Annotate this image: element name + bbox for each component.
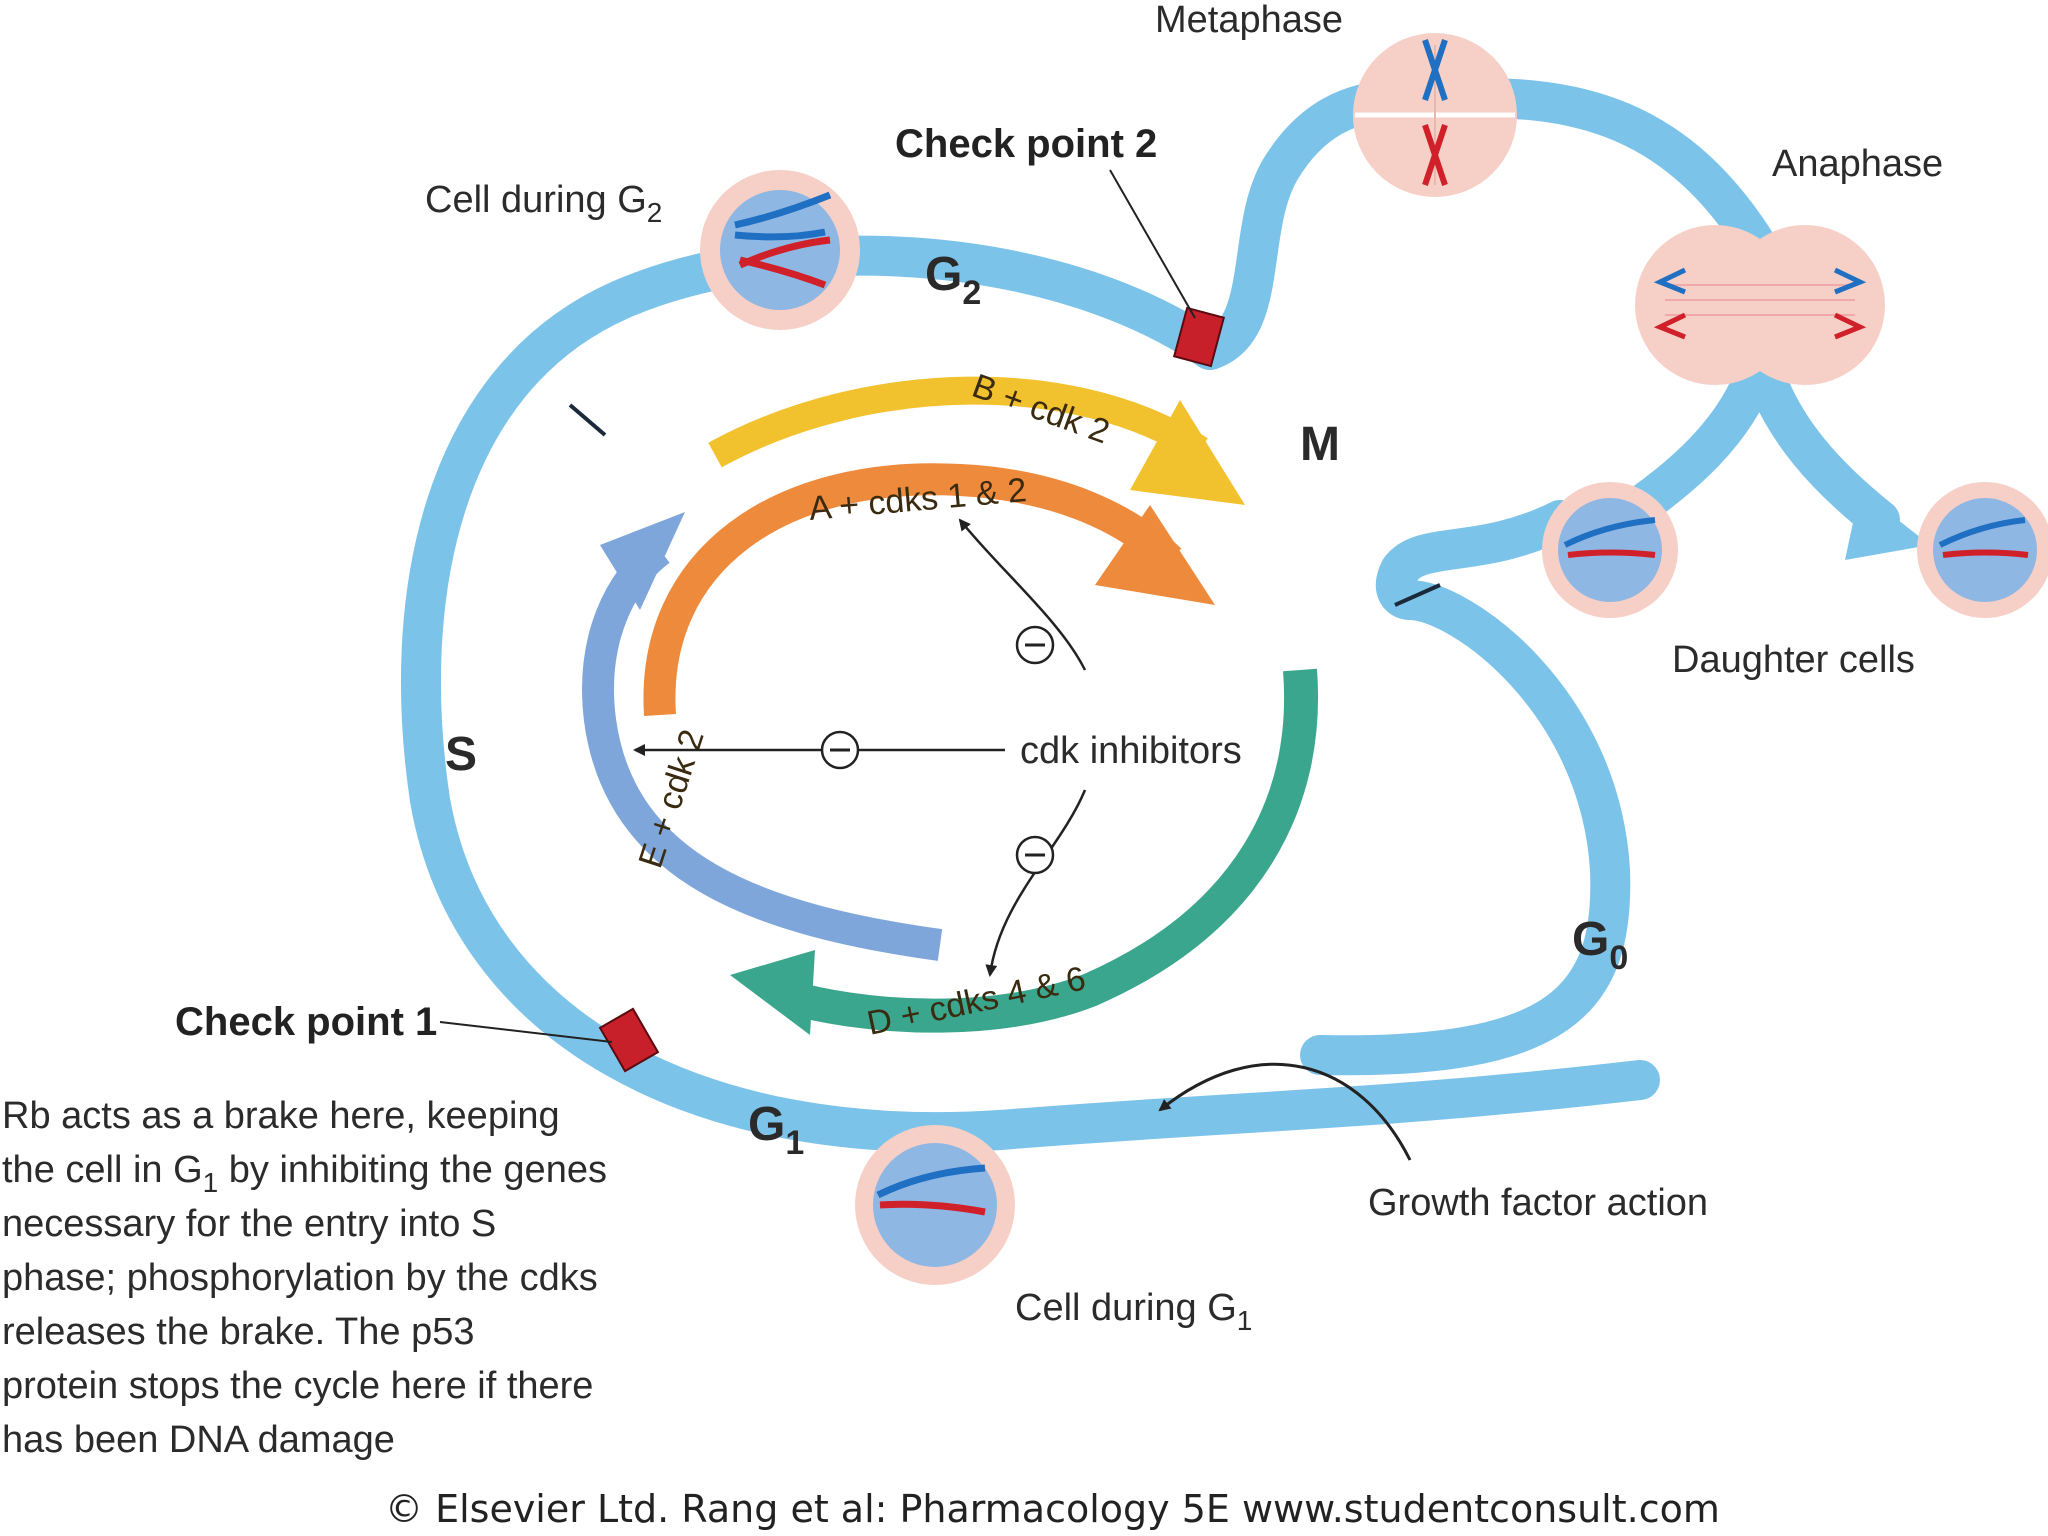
cell-metaphase bbox=[1353, 33, 1517, 197]
daughter-cell-right bbox=[1917, 482, 2048, 618]
cell-g1-label: Cell during G1 bbox=[1015, 1287, 1252, 1336]
copyright-footer: © Elsevier Ltd. Rang et al: Pharmacology… bbox=[385, 1487, 1720, 1531]
arrow-a-cdks12 bbox=[643, 463, 1215, 717]
inhibitor-symbols bbox=[820, 625, 1055, 875]
rb-line-7: has been DNA damage bbox=[2, 1419, 395, 1461]
arrow-e-cdk2 bbox=[582, 512, 943, 961]
cell-g2-label: Cell during G2 bbox=[425, 179, 662, 228]
checkpoint-2-marker bbox=[1172, 306, 1226, 368]
rb-line-4: phase; phosphorylation by the cdks bbox=[2, 1257, 598, 1299]
rb-line-1: Rb acts as a brake here, keeping bbox=[2, 1095, 560, 1137]
daughter-cell-left bbox=[1542, 482, 1678, 618]
checkpoint1-label: Check point 1 bbox=[175, 1000, 437, 1044]
checkpoint2-label: Check point 2 bbox=[895, 122, 1157, 166]
ring-tick-m-g1 bbox=[1394, 583, 1441, 607]
phase-s-label: S bbox=[445, 728, 477, 781]
cell-g1 bbox=[855, 1125, 1015, 1285]
arrow-d-cdks46 bbox=[730, 668, 1318, 1035]
ring-to-metaphase bbox=[1190, 80, 1420, 370]
g0-loop bbox=[1300, 580, 1631, 1076]
phase-g1-label: G1 bbox=[748, 1098, 804, 1162]
growth-factor-label: Growth factor action bbox=[1368, 1182, 1708, 1224]
rb-description: Rb acts as a brake here, keeping the cel… bbox=[2, 1095, 607, 1461]
growth-factor-arrow bbox=[1158, 1062, 1412, 1161]
daughter-to-cycle bbox=[1375, 500, 1580, 620]
daughter-cells-label: Daughter cells bbox=[1672, 639, 1915, 681]
rb-line-2: the cell in G1 by inhibiting the genes bbox=[2, 1149, 607, 1198]
daughter-arrowhead bbox=[1845, 490, 1930, 560]
ring-tick-s-g2 bbox=[568, 403, 607, 437]
metaphase-label: Metaphase bbox=[1155, 0, 1343, 41]
checkpoint2-leader bbox=[1109, 169, 1196, 319]
cdk-inhibitors-label: cdk inhibitors bbox=[1020, 730, 1242, 772]
cell-anaphase bbox=[1635, 225, 1885, 385]
arrow-b-cdk2 bbox=[708, 376, 1245, 505]
phase-g2-label: G2 bbox=[925, 248, 981, 312]
phase-m-label: M bbox=[1300, 418, 1340, 471]
anaphase-label: Anaphase bbox=[1772, 143, 1943, 185]
arrow-b-cdk2-label: B + cdk 2 bbox=[967, 367, 1114, 452]
checkpoint-1-marker bbox=[598, 1007, 660, 1073]
phase-g0-label: G0 bbox=[1572, 913, 1628, 977]
checkpoint1-leader bbox=[439, 1021, 613, 1043]
inhibitor-lines bbox=[633, 518, 1087, 977]
rb-line-6: protein stops the cycle here if there bbox=[2, 1365, 593, 1407]
cell-g2 bbox=[700, 170, 860, 330]
rb-line-3: necessary for the entry into S bbox=[2, 1203, 496, 1245]
rb-line-5: releases the brake. The p53 bbox=[2, 1311, 475, 1353]
